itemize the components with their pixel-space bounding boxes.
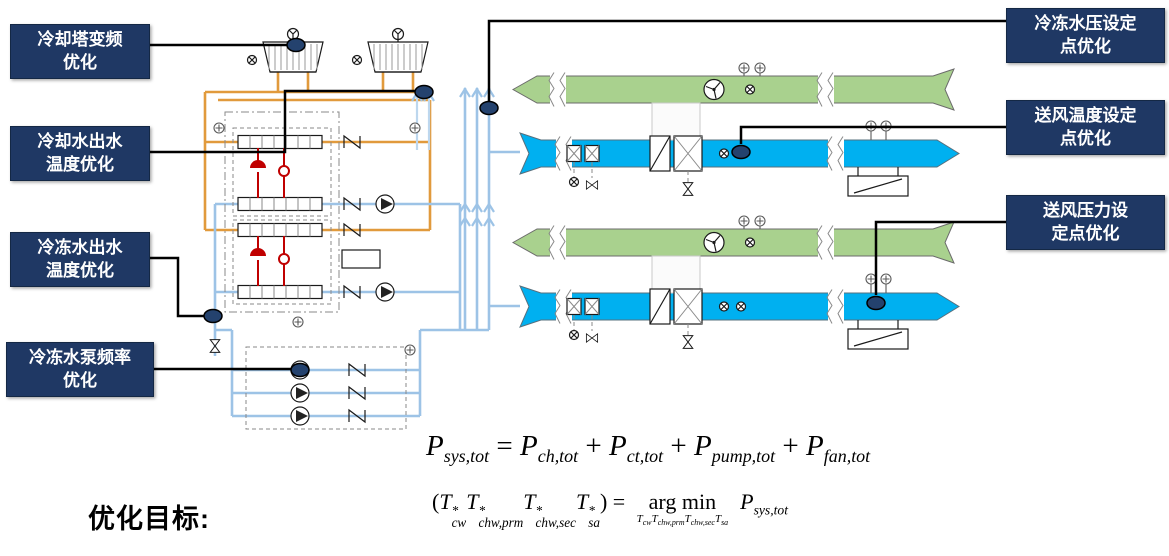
callout-label-line: 定点优化: [1051, 223, 1120, 243]
evaporator-hx: [237, 284, 323, 300]
callout-label-line: 优化: [63, 370, 97, 390]
expansion-device-icon: [278, 165, 290, 177]
callout-label-line: 点优化: [1060, 36, 1111, 56]
callout-label-line: 冷冻水泵频率: [29, 348, 131, 368]
callout-box-cooling-water-outlet-temp: 冷却水出水 温度优化: [10, 126, 150, 181]
chiller-2: [237, 222, 323, 300]
callout-label-line: 送风温度设定: [1034, 106, 1137, 126]
compressor-icon: [250, 160, 266, 168]
ahu-system-top: [513, 63, 959, 196]
evaporator-hx: [237, 196, 323, 212]
secondary-chw-pump-2: [290, 383, 310, 403]
tower-valve-icon: [246, 54, 258, 66]
objective-title: 优化目标:: [88, 504, 210, 534]
callout-label-line: 冷冻水出水: [37, 238, 123, 258]
callout-box-supply-air-pressure-setpoint: 送风压力设 定点优化: [1006, 195, 1165, 250]
isolation-valve-icon: [209, 339, 221, 353]
ahu-system-bottom: [513, 216, 959, 349]
callout-box-supply-air-temp-setpoint: 送风温度设定 点优化: [1006, 100, 1165, 155]
secondary-chw-pump-3: [290, 406, 310, 426]
marker-chw-outlet-temp: [203, 308, 223, 324]
marker-chw-pressure-setpoint: [479, 100, 499, 116]
callout-line-supply-air-temp-setpoint: [739, 125, 1006, 144]
condenser-hx: [237, 134, 323, 150]
plant-sensors: [213, 122, 421, 356]
callout-line-chw-pressure-setpoint: [487, 19, 1006, 101]
marker-supply-air-temp-setpoint: [731, 144, 751, 160]
callout-label-line: 温度优化: [46, 154, 114, 174]
callout-line-cooling-water-outlet-temp: [148, 89, 416, 154]
chiller-plant-boundary: [224, 111, 340, 313]
cooling-tower-2: [367, 27, 429, 73]
tower-valve-icon: [351, 54, 363, 66]
callout-label-line: 优化: [63, 52, 97, 72]
marker-cooling-water-outlet-temp: [414, 84, 434, 100]
primary-chw-pump-2: [375, 282, 395, 302]
chiller-2-boundary: [232, 219, 332, 305]
compressor-icon: [250, 248, 266, 256]
marker-chw-pump-frequency: [290, 362, 310, 378]
callout-label-line: 冷却水出水: [37, 132, 123, 152]
callout-box-chw-outlet-temp: 冷冻水出水 温度优化: [10, 232, 150, 287]
callout-label-line: 冷冻水压设定: [1034, 14, 1137, 34]
callout-label-line: 温度优化: [46, 260, 114, 280]
condenser-hx: [237, 222, 323, 238]
equation-total-power: Psys,tot = Pch,tot + Pct,tot + Ppump,tot…: [426, 430, 871, 466]
callout-line-chw-outlet-temp: [148, 256, 204, 318]
callout-label-line: 冷却塔变频: [37, 30, 123, 50]
chiller-1: [237, 134, 323, 212]
callout-line-supply-air-pressure-setpoint: [874, 220, 1006, 295]
expansion-device-icon: [278, 253, 290, 265]
chilled-water-secondary-pipes: [415, 95, 431, 150]
side-tank: [341, 249, 381, 269]
callout-label-line: 点优化: [1060, 128, 1111, 148]
chiller-1-boundary: [232, 127, 332, 217]
callout-box-chw-pump-frequency: 冷冻水泵频率 优化: [6, 342, 154, 397]
marker-supply-air-pressure-setpoint: [866, 295, 886, 311]
callout-box-cooling-tower-vfd: 冷却塔变频 优化: [10, 24, 150, 79]
callout-box-chw-pressure-setpoint: 冷冻水压设定 点优化: [1006, 8, 1165, 63]
marker-cooling-tower-vfd: [286, 37, 306, 53]
primary-chw-pump-1: [375, 194, 395, 214]
callout-label-line: 送风压力设: [1043, 201, 1128, 221]
secondary-pump-group-boundary: [245, 346, 407, 430]
